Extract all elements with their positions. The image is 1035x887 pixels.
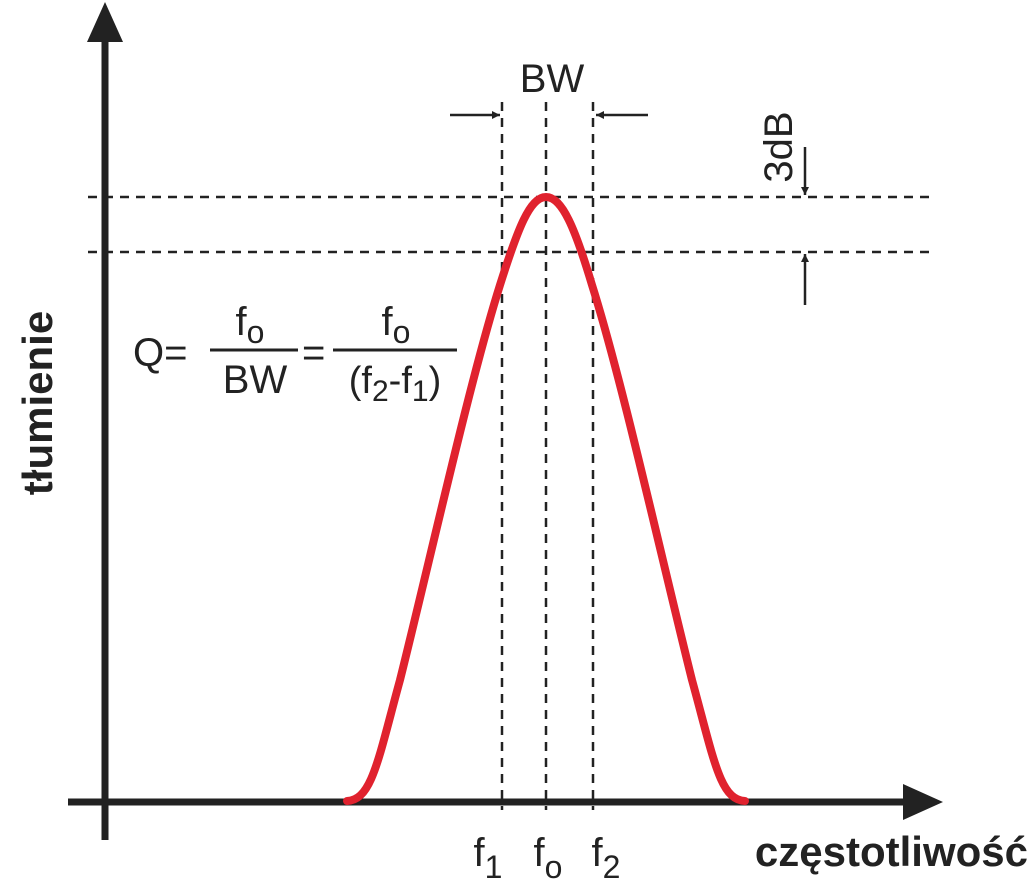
- formula-frac2-denominator: (f2-f1): [349, 360, 441, 408]
- x-axis-arrow: [903, 784, 943, 820]
- formula-frac1-numerator: fo: [236, 300, 265, 350]
- formula-lhs: Q=: [133, 331, 187, 375]
- y-axis-arrow: [87, 2, 123, 42]
- tick-f1: f1: [474, 831, 503, 885]
- bw-label: BW: [520, 57, 585, 101]
- 3db-label: 3dB: [757, 111, 801, 182]
- tick-f0: fo: [534, 831, 563, 885]
- q-formula: Q= fo BW = fo (f2-f1): [133, 300, 457, 408]
- formula-equals: =: [302, 331, 325, 375]
- y-axis-label: tłumienie: [14, 311, 61, 495]
- formula-frac2-numerator: fo: [382, 300, 411, 350]
- formula-frac1-denominator: BW: [223, 358, 288, 402]
- resonance-curve: [343, 192, 749, 805]
- tick-f2: f2: [592, 831, 621, 885]
- x-axis-label: częstotliwość: [755, 828, 1028, 875]
